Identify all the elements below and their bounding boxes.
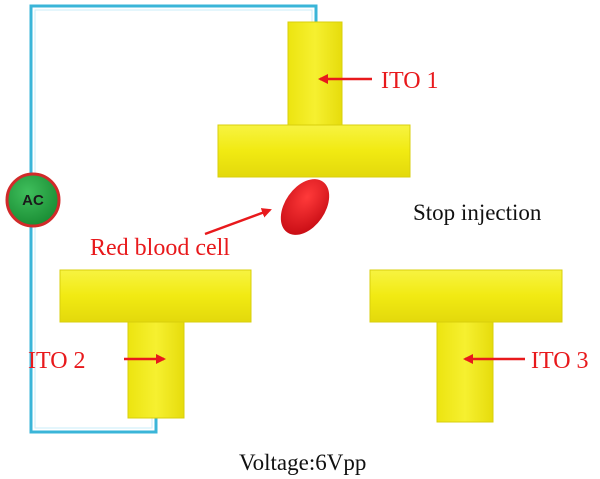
- ito-2-electrode: [59, 269, 252, 419]
- ito-3-electrode: [369, 269, 563, 423]
- ito-3-label: ITO 3: [531, 348, 589, 374]
- status-text: Stop injection: [413, 200, 542, 225]
- ac-source-label: AC: [22, 192, 44, 209]
- voltage-text: Voltage:6Vpp: [239, 450, 366, 475]
- red-blood-cell: [280, 179, 330, 235]
- ito-1-electrode: [217, 21, 411, 178]
- ac-source: AC: [5, 172, 61, 228]
- ito-1-label: ITO 1: [381, 68, 439, 94]
- red-blood-cell-arrow: [204, 208, 272, 236]
- ito-2-label: ITO 2: [28, 348, 86, 374]
- red-blood-cell-label: Red blood cell: [90, 235, 230, 261]
